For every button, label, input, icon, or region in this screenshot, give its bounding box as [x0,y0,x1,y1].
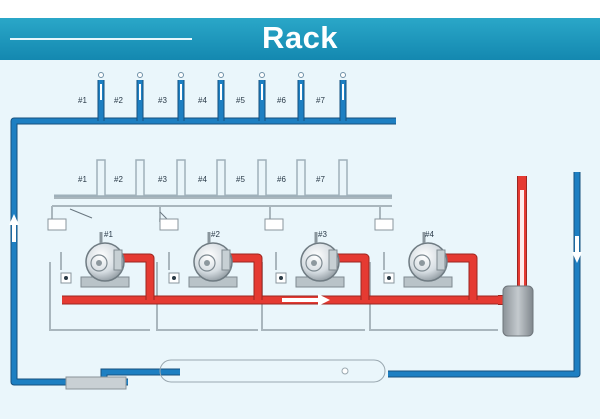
top-branch [258,72,266,121]
mid-branch-label: #7 [316,175,325,184]
mid-branch-label: #3 [158,175,167,184]
mid-branch-label: #1 [78,175,87,184]
top-branch-label: #2 [114,96,123,105]
top-branch-label: #5 [236,96,245,105]
mid-branch-label: #2 [114,175,123,184]
top-branch-label: #7 [316,96,325,105]
mid-branch [338,159,348,197]
mid-branch-label: #6 [277,175,286,184]
compressor-label: #2 [211,230,220,239]
oil-equalizer-lines [51,197,392,222]
oil-return-loop [159,359,386,383]
mid-branch [257,159,267,197]
compressor [168,232,238,288]
page-title: Rack [261,20,339,55]
compressor [383,232,453,288]
compressor [60,232,130,288]
compressor-label: #1 [104,230,113,239]
mid-branch-label: #4 [198,175,207,184]
filter-drier [65,376,127,390]
discharge-risers [121,253,478,300]
mid-branch-label: #5 [236,175,245,184]
top-branch-label: #3 [158,96,167,105]
mid-branch [296,159,306,197]
compressor [275,232,345,288]
flow-arrow-down-right [572,236,582,263]
header-bar: Rack [0,18,600,60]
mid-branch [176,159,186,197]
top-branch [339,72,347,121]
top-manifold [97,72,347,121]
top-branch [297,72,305,121]
flow-arrow-discharge [282,294,330,306]
top-branch-label: #6 [277,96,286,105]
mid-branch [135,159,145,197]
mid-branch [216,159,226,197]
top-branch [217,72,225,121]
mid-branch [96,159,106,197]
mid-manifold [54,159,392,198]
compressor-label: #4 [425,230,434,239]
top-branch [177,72,185,121]
top-branch [97,72,105,121]
rack-frame-lines [49,262,498,331]
compressor-label: #3 [318,230,327,239]
oil-separator [502,285,534,337]
compressors [60,232,453,288]
solenoid-valves [47,218,394,231]
top-branch-label: #4 [198,96,207,105]
top-branch [136,72,144,121]
top-branch-label: #1 [78,96,87,105]
sight-glass [341,367,349,375]
flow-arrow-discharge-up [520,190,524,286]
flow-arrow-up-left [9,214,19,242]
header-rule [10,38,192,40]
rack-diagram [0,60,600,419]
